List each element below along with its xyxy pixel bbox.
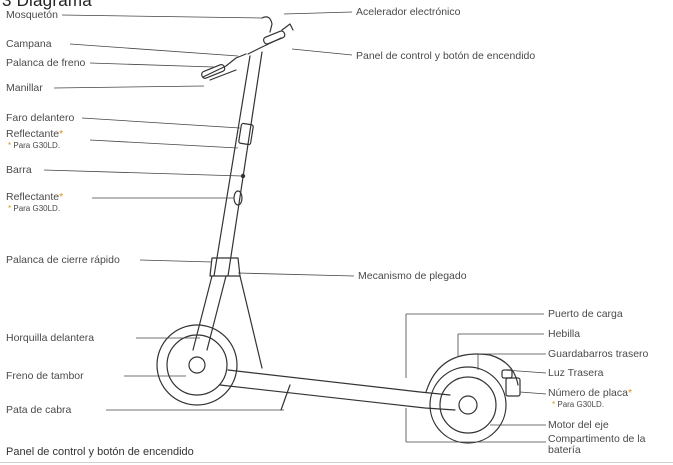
fork-left xyxy=(192,275,213,351)
front-tire xyxy=(156,324,238,406)
label-mosqueton: Mosquetón xyxy=(6,9,58,21)
footer-caption: Panel de control y botón de encendido xyxy=(6,446,194,458)
headlight xyxy=(238,122,254,146)
label-hebilla: Hebilla xyxy=(548,328,581,340)
kickstand xyxy=(280,384,291,411)
hook xyxy=(261,16,273,33)
front-reflector xyxy=(233,190,243,206)
page-title: 3 Diagrama xyxy=(2,0,92,10)
deck-brace xyxy=(239,275,263,369)
label-reflectante-2: Reflectante* xyxy=(6,191,64,203)
right-grip xyxy=(262,30,286,45)
stem-front xyxy=(213,55,251,277)
label-puerto-carga: Puerto de carga xyxy=(548,308,623,320)
note-2: * Para G30LD. xyxy=(8,204,61,213)
label-horquilla: Horquilla delantera xyxy=(6,332,95,344)
rear-hub xyxy=(458,395,478,415)
label-reflectante-1: Reflectante* xyxy=(6,128,64,140)
label-guardabarros: Guardabarros trasero xyxy=(548,348,649,360)
label-faro-delantero: Faro delantero xyxy=(6,112,75,124)
label-palanca-cierre: Palanca de cierre rápido xyxy=(6,254,120,266)
handlebar-left xyxy=(202,53,247,78)
label-freno-tambor: Freno de tambor xyxy=(6,370,84,382)
stem-back xyxy=(227,51,263,277)
license-plate xyxy=(505,377,521,397)
front-rim xyxy=(166,334,228,396)
label-luz-trasera: Luz Trasera xyxy=(548,367,604,379)
note-3: * Para G30LD. xyxy=(552,400,605,409)
rear-rim xyxy=(439,376,497,434)
label-pata-cabra: Pata de cabra xyxy=(6,404,72,416)
front-hub xyxy=(188,356,206,374)
label-numero-placa: Número de placa* xyxy=(548,387,633,399)
note-1: * Para G30LD. xyxy=(8,141,61,150)
throttle xyxy=(281,23,294,31)
deck-bottom xyxy=(219,384,456,411)
label-acelerador: Acelerador electrónico xyxy=(356,6,461,18)
label-motor-eje: Motor del eje xyxy=(548,419,609,431)
left-grip xyxy=(201,64,226,79)
divider xyxy=(0,462,673,463)
label-palanca-freno: Palanca de freno xyxy=(6,57,86,69)
label-manillar: Manillar xyxy=(6,82,43,94)
label-panel-control: Panel de control y botón de encendido xyxy=(356,50,536,62)
rear-tire xyxy=(429,366,507,444)
fork-right xyxy=(206,275,227,351)
brake-lever xyxy=(209,69,237,81)
label-compartimento-bateria: Compartimento de la batería xyxy=(548,433,646,456)
label-barra: Barra xyxy=(6,164,32,176)
rear-fender xyxy=(425,353,519,393)
deck-top xyxy=(227,369,451,396)
label-campana: Campana xyxy=(6,38,52,50)
label-mecanismo-plegado: Mecanismo de plegado xyxy=(358,270,467,282)
tail-light xyxy=(501,369,513,379)
